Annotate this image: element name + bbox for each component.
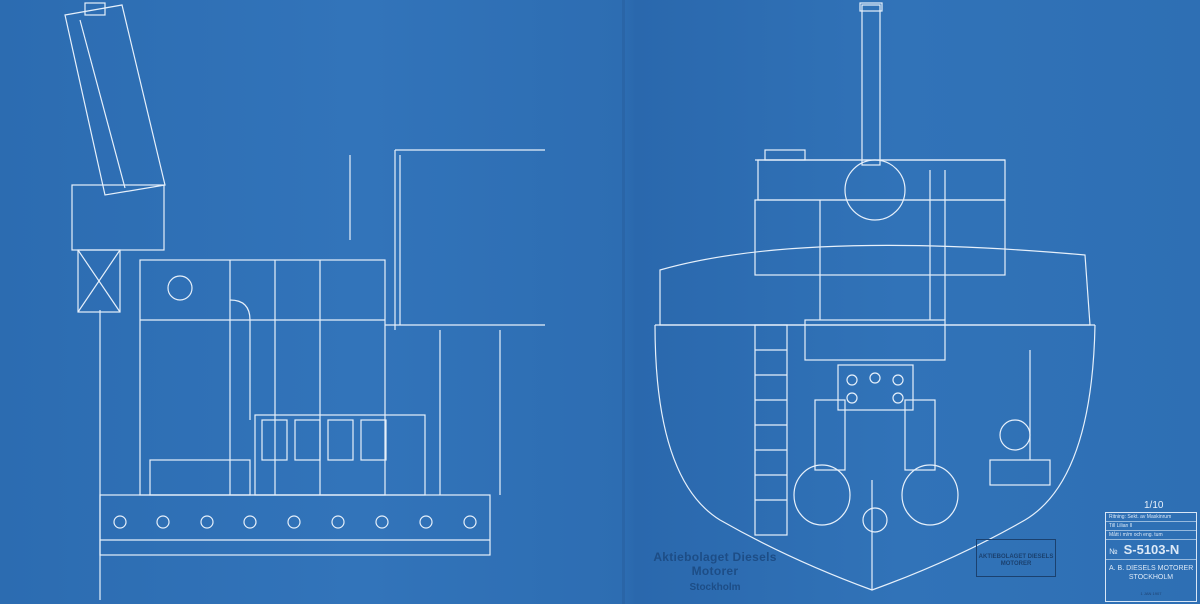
date-stamp: 1 JAN 1907 [1140,591,1162,596]
bulwark [659,244,1091,326]
lightening-holes [113,515,477,529]
vessel-name: Till Lilian II [1106,522,1196,531]
company-name: Aktiebolaget Diesels Motorer [653,550,777,578]
title-block: 1/10 Ritning: Sekt. av Maskinrum Till Li… [1105,500,1197,602]
engine-starboard [901,464,959,526]
exhaust-funnel [64,4,166,196]
drawing-number: № S-5103-N [1106,540,1196,560]
cross-section [654,2,1096,591]
longitudinal-section [64,2,545,600]
diesel-engine [254,414,426,496]
pump-flywheel [999,419,1031,451]
funnel [861,4,881,166]
company-city: Stockholm [689,582,741,593]
engine-port [793,464,851,526]
approval-stamp: AKTIEBOLAGET DIESELS MOTORER [976,539,1056,577]
gauge-panel [837,364,914,411]
fold-line [622,0,625,604]
firm-name: A. B. DIESELS MOTORER [1109,565,1194,572]
number-prefix: № [1109,547,1118,556]
casing [71,184,165,251]
steering-wheel [844,159,906,221]
drawing-number-value: S-5103-N [1123,542,1180,557]
stamp-text: AKTIEBOLAGET DIESELS MOTORER [978,554,1054,567]
firm-city: STOCKHOLM [1128,574,1174,581]
deckhouse [754,199,1006,276]
drawing-title: Ritning: Sekt. av Maskinrum [1106,513,1196,522]
scale-label: 1/10 [1144,500,1164,511]
company-label: Aktiebolaget Diesels Motorer Stockholm [630,550,800,593]
manifold [804,319,946,361]
units-note: Mått i m/m och eng. tum [1106,531,1196,540]
ladder [754,324,788,536]
